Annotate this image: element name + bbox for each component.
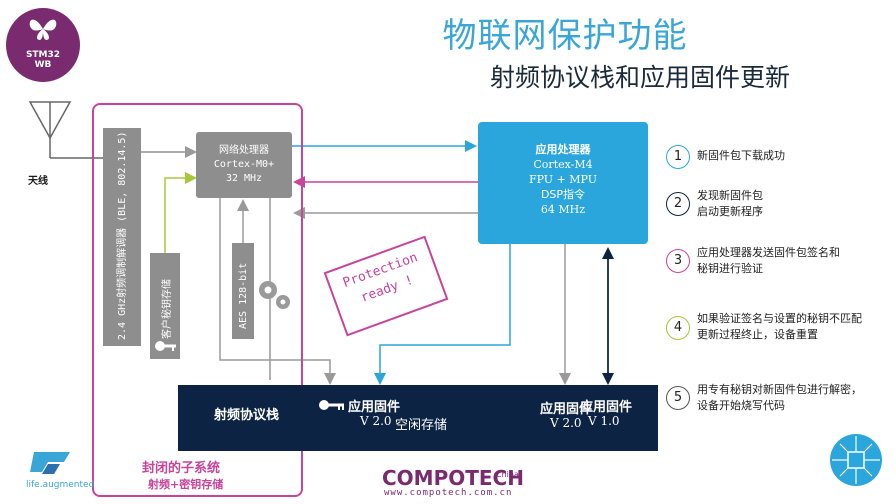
compotech-url: www.compotech.com.cn bbox=[384, 488, 513, 498]
step-1-number: 1 bbox=[666, 145, 690, 169]
net-processor-core: Cortex-M0+ bbox=[213, 159, 275, 170]
st-logo-icon bbox=[30, 452, 70, 474]
key-icon bbox=[319, 400, 344, 410]
page-title: 物联网保护功能 bbox=[442, 16, 688, 56]
logo-series: WB bbox=[34, 60, 52, 70]
app-processor-core: Cortex-M4 bbox=[533, 158, 593, 171]
gear-icon bbox=[259, 281, 290, 309]
logo-label: STM32 WB bbox=[6, 50, 80, 70]
app-fw-2a-version: V 2.0 bbox=[550, 416, 582, 430]
step-5-number: 5 bbox=[666, 386, 690, 410]
free-storage-segment: 空闲存储 bbox=[395, 418, 448, 433]
step-1-text: 新固件包下载成功 bbox=[697, 149, 785, 162]
app-processor-dsp: DSP指令 bbox=[540, 188, 586, 201]
st-tagline: life.augmented bbox=[26, 480, 95, 490]
network-hub-icon bbox=[830, 434, 882, 486]
step-4-text: 如果验证签名与设置的秘钥不匹配 更新过程终止，设备重置 bbox=[697, 312, 862, 341]
step-3-number: 3 bbox=[666, 249, 690, 273]
network-processor-block: 网络处理器 Cortex-M0+ 32 MHz bbox=[196, 132, 292, 198]
step-4-number: 4 bbox=[666, 316, 690, 340]
net-processor-freq: 32 MHz bbox=[225, 173, 263, 184]
app-fw-segment-2a: 应用固件 bbox=[540, 402, 593, 417]
memory-bar bbox=[178, 385, 658, 451]
customer-key-label: 客户秘钥存储 bbox=[162, 279, 173, 339]
key-icon bbox=[155, 341, 176, 351]
stm32wb-logo bbox=[6, 8, 80, 82]
customer-key-storage-block: 客户秘钥存储 bbox=[150, 253, 180, 359]
app-fw-2b-version: V 1.0 bbox=[588, 414, 620, 428]
app-fw-segment-2b: 应用固件 bbox=[580, 400, 633, 415]
rf-stack-segment: 射频协议栈 bbox=[214, 408, 280, 423]
step-2-text: 发现新固件包 启动更新程序 bbox=[697, 189, 763, 218]
compotech-suffix: China bbox=[496, 470, 519, 479]
net-processor-title: 网络处理器 bbox=[219, 145, 269, 156]
subsystem-subtitle: 射频+密钥存储 bbox=[148, 478, 224, 491]
compotech-brand: COMPOTECH bbox=[382, 466, 524, 490]
app-processor-fpu: FPU + MPU bbox=[528, 173, 598, 186]
subsystem-title: 封闭的子系统 bbox=[142, 461, 221, 476]
app-fw-segment-1: 应用固件 bbox=[348, 400, 401, 415]
antenna-label: 天线 bbox=[28, 176, 48, 187]
closed-subsystem-box bbox=[92, 103, 303, 497]
butterfly-icon bbox=[29, 19, 57, 40]
page-subtitle: 射频协议栈和应用固件更新 bbox=[489, 63, 790, 92]
step-3-text: 应用处理器发送固件包签名和 秘钥进行验证 bbox=[697, 246, 840, 275]
rf-modem-block: 2.4 GHz射频调制解调器 (BLE, 802.14.5) bbox=[103, 128, 141, 346]
antenna-icon bbox=[28, 101, 103, 159]
aes-block: AES 128-bit bbox=[232, 243, 254, 339]
application-processor-block: 应用处理器 Cortex-M4 FPU + MPU DSP指令 64 MHz bbox=[478, 122, 648, 244]
rf-modem-label: 2.4 GHz射频调制解调器 (BLE, 802.14.5) bbox=[117, 131, 128, 340]
step-2-number: 2 bbox=[666, 192, 690, 216]
app-fw-1-version: V 2.0 bbox=[360, 414, 392, 428]
logo-chip: STM32 bbox=[25, 50, 61, 60]
aes-label: AES 128-bit bbox=[238, 262, 249, 329]
app-processor-freq: 64 MHz bbox=[540, 203, 586, 216]
app-processor-title: 应用处理器 bbox=[535, 143, 591, 156]
step-5-text: 用专有秘钥对新固件包进行解密， 设备开始烧写代码 bbox=[697, 383, 862, 412]
